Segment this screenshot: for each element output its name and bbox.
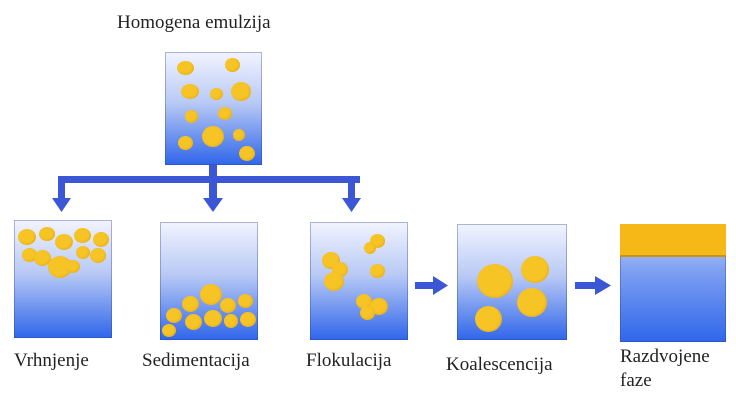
droplet [55, 234, 73, 250]
arrow-shaft [575, 282, 597, 289]
droplet [231, 82, 251, 101]
arrow-head-down [342, 198, 361, 212]
droplet [521, 256, 549, 283]
droplet [48, 256, 72, 278]
droplet [178, 136, 193, 150]
droplet [34, 250, 51, 266]
droplet [162, 324, 176, 337]
droplet [356, 294, 372, 309]
droplet [210, 88, 223, 100]
droplet [204, 310, 222, 327]
droplet [224, 314, 238, 328]
arrow-stem [209, 165, 217, 182]
droplet [239, 146, 255, 161]
droplet [200, 284, 222, 305]
oil-layer [620, 224, 726, 257]
droplet [22, 248, 37, 262]
droplet [39, 227, 55, 241]
stage-label-flocculation: Flokulacija [306, 350, 392, 371]
droplet [218, 107, 232, 120]
homogeneous-emulsion-box [165, 52, 262, 165]
droplet [360, 306, 375, 320]
flocculation-box [310, 222, 408, 340]
droplet [93, 232, 109, 247]
arrow-shaft [209, 176, 217, 200]
arrow-shaft [415, 282, 435, 289]
coalescence-box [457, 224, 567, 340]
arrow-shaft [348, 176, 355, 200]
arrow-head-right [433, 276, 448, 295]
stage-label-coalescence: Koalescencija [446, 354, 553, 375]
droplet [202, 126, 224, 147]
stage-label-separated: Razdvojene [620, 346, 710, 367]
creaming-box [14, 220, 112, 338]
droplet [90, 248, 106, 263]
separated-phases-box [620, 224, 726, 342]
droplet [166, 308, 182, 323]
arrow-head-down [203, 198, 223, 212]
droplet [74, 228, 91, 243]
droplet [477, 264, 513, 298]
stage-label-sedimentation: Sedimentacija [142, 350, 250, 371]
droplet [517, 288, 547, 317]
stage-label-separated-line2: faze [620, 370, 652, 391]
droplet [18, 229, 36, 245]
arrow-head-down [52, 198, 71, 212]
droplet [66, 260, 80, 273]
droplet [238, 294, 253, 308]
arrow-shaft [58, 176, 65, 200]
droplet [240, 312, 256, 327]
droplet [185, 314, 202, 330]
droplet [324, 272, 344, 291]
droplet [370, 264, 385, 278]
droplet [181, 84, 199, 99]
droplet [364, 242, 376, 254]
droplet [182, 296, 199, 312]
droplet [185, 110, 198, 123]
arrow-head-right [595, 276, 611, 295]
sedimentation-box [160, 222, 258, 340]
droplet [177, 61, 194, 75]
droplet [76, 246, 90, 259]
droplet [233, 129, 245, 141]
droplet [220, 298, 236, 313]
diagram-title: Homogena emulzija [117, 12, 271, 33]
stage-label-creaming: Vrhnjenje [14, 350, 89, 371]
droplet [475, 306, 502, 332]
droplet [225, 58, 240, 72]
